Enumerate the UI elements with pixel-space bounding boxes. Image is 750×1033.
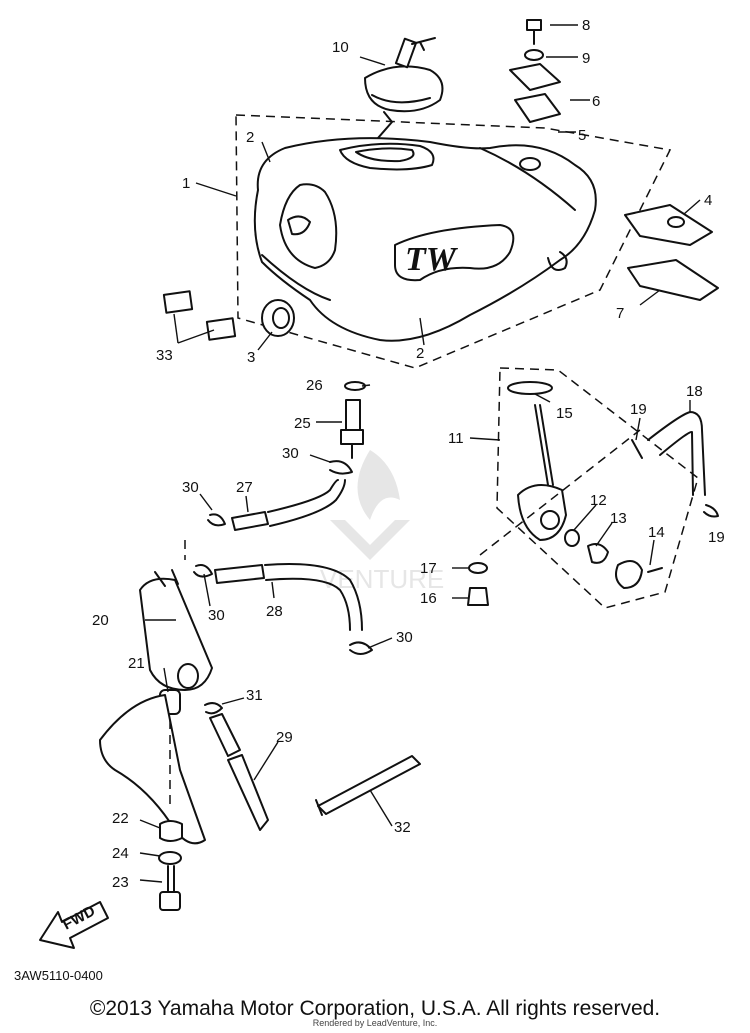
part-label-2-top: 2	[246, 129, 254, 146]
rubber-grommet-3	[261, 299, 295, 337]
part-label-12: 12	[590, 492, 607, 509]
part-label-30-c: 30	[208, 607, 225, 624]
fuel-hose-18	[647, 411, 706, 496]
tank-group-outline	[235, 114, 672, 369]
part-label-8: 8	[582, 17, 590, 34]
part-label-26: 26	[306, 377, 323, 394]
hose-27	[231, 511, 269, 531]
part-label-10: 10	[332, 39, 349, 56]
part-label-6: 6	[592, 93, 600, 110]
oring-15	[507, 381, 553, 395]
part-number-labels: 1 2 2 3 4 5 6 7 8 9 10 11 12 13 14 15 16…	[92, 17, 725, 891]
leader-lines	[139, 24, 701, 883]
clip-30-right	[349, 641, 373, 655]
bracket-6	[509, 63, 561, 91]
watermark-text: VENTURE	[320, 564, 444, 594]
damper-5	[514, 93, 561, 123]
part-label-23: 23	[112, 874, 129, 891]
hose-29-lower	[227, 754, 269, 831]
fuel-cock-group-outline	[496, 367, 699, 609]
part-label-4: 4	[704, 192, 712, 209]
part-label-19-lower: 19	[708, 529, 725, 546]
part-label-22: 22	[112, 810, 129, 827]
part-label-30-a: 30	[282, 445, 299, 462]
part-label-20: 20	[92, 612, 109, 629]
band-32	[317, 755, 421, 815]
rendered-by-notice: Rendered by LeadVenture, Inc.	[312, 1018, 438, 1028]
fuel-tank: TW	[253, 137, 597, 342]
hose-27-main	[267, 479, 346, 527]
clip-19-lower	[703, 504, 719, 518]
part-label-28: 28	[266, 603, 283, 620]
part-label-27: 27	[236, 479, 253, 496]
tank-logo-text: TW	[405, 241, 459, 278]
damper-grommet	[519, 157, 541, 171]
screw-14	[647, 567, 663, 573]
part-label-9: 9	[582, 50, 590, 67]
hose-28	[264, 563, 363, 631]
drawing-code: 3AW5110-0400	[14, 968, 103, 983]
part-label-30-b: 30	[182, 479, 199, 496]
bolt-8	[526, 19, 542, 45]
clip-19-upper	[631, 439, 643, 459]
gasket-12	[564, 529, 580, 547]
part-label-1: 1	[182, 175, 190, 192]
bolt-16	[467, 587, 489, 606]
lever-13	[587, 543, 609, 564]
part-label-24: 24	[112, 845, 129, 862]
part-label-30-d: 30	[396, 629, 413, 646]
hose-29	[209, 713, 241, 757]
clip-30-left	[207, 513, 226, 527]
watermark-logo: VENTURE	[320, 450, 444, 594]
part-label-21: 21	[128, 655, 145, 672]
part-label-17: 17	[420, 560, 437, 577]
washer-24	[158, 851, 182, 865]
part-label-33: 33	[156, 347, 173, 364]
fuel-cap	[364, 37, 444, 139]
part-label-29: 29	[276, 729, 293, 746]
part-label-19-upper: 19	[630, 401, 647, 418]
part-label-11: 11	[448, 430, 464, 447]
part-label-13: 13	[610, 510, 627, 527]
fuel-pump	[139, 569, 213, 691]
clip-31	[204, 702, 223, 715]
rear-damper-7	[627, 259, 719, 301]
emblem-33a	[162, 290, 194, 314]
damper-22	[159, 820, 183, 842]
clip-30-mid	[193, 564, 213, 578]
fuel-cock	[517, 404, 567, 541]
part-label-31: 31	[246, 687, 263, 704]
part-label-7: 7	[616, 305, 624, 322]
forward-arrow: FWD	[39, 901, 109, 949]
fitting-25	[340, 399, 364, 459]
washer-9	[524, 49, 544, 61]
hose-28-short	[214, 564, 265, 584]
bolt-23	[159, 865, 181, 911]
part-label-32: 32	[394, 819, 411, 836]
part-label-18: 18	[686, 383, 703, 400]
plate-14	[615, 560, 643, 589]
rear-bracket-grommet	[667, 216, 685, 228]
part-label-5: 5	[578, 127, 586, 144]
part-label-2-bottom: 2	[416, 345, 424, 362]
part-label-14: 14	[648, 524, 665, 541]
part-label-25: 25	[294, 415, 311, 432]
part-label-3: 3	[247, 349, 255, 366]
washer-17	[468, 562, 488, 574]
copyright-notice: ©2013 Yamaha Motor Corporation, U.S.A. A…	[89, 997, 661, 1020]
clip-30-upper	[329, 460, 353, 475]
part-label-16: 16	[420, 590, 437, 607]
emblem-33b	[205, 317, 237, 341]
part-label-15: 15	[556, 405, 573, 422]
